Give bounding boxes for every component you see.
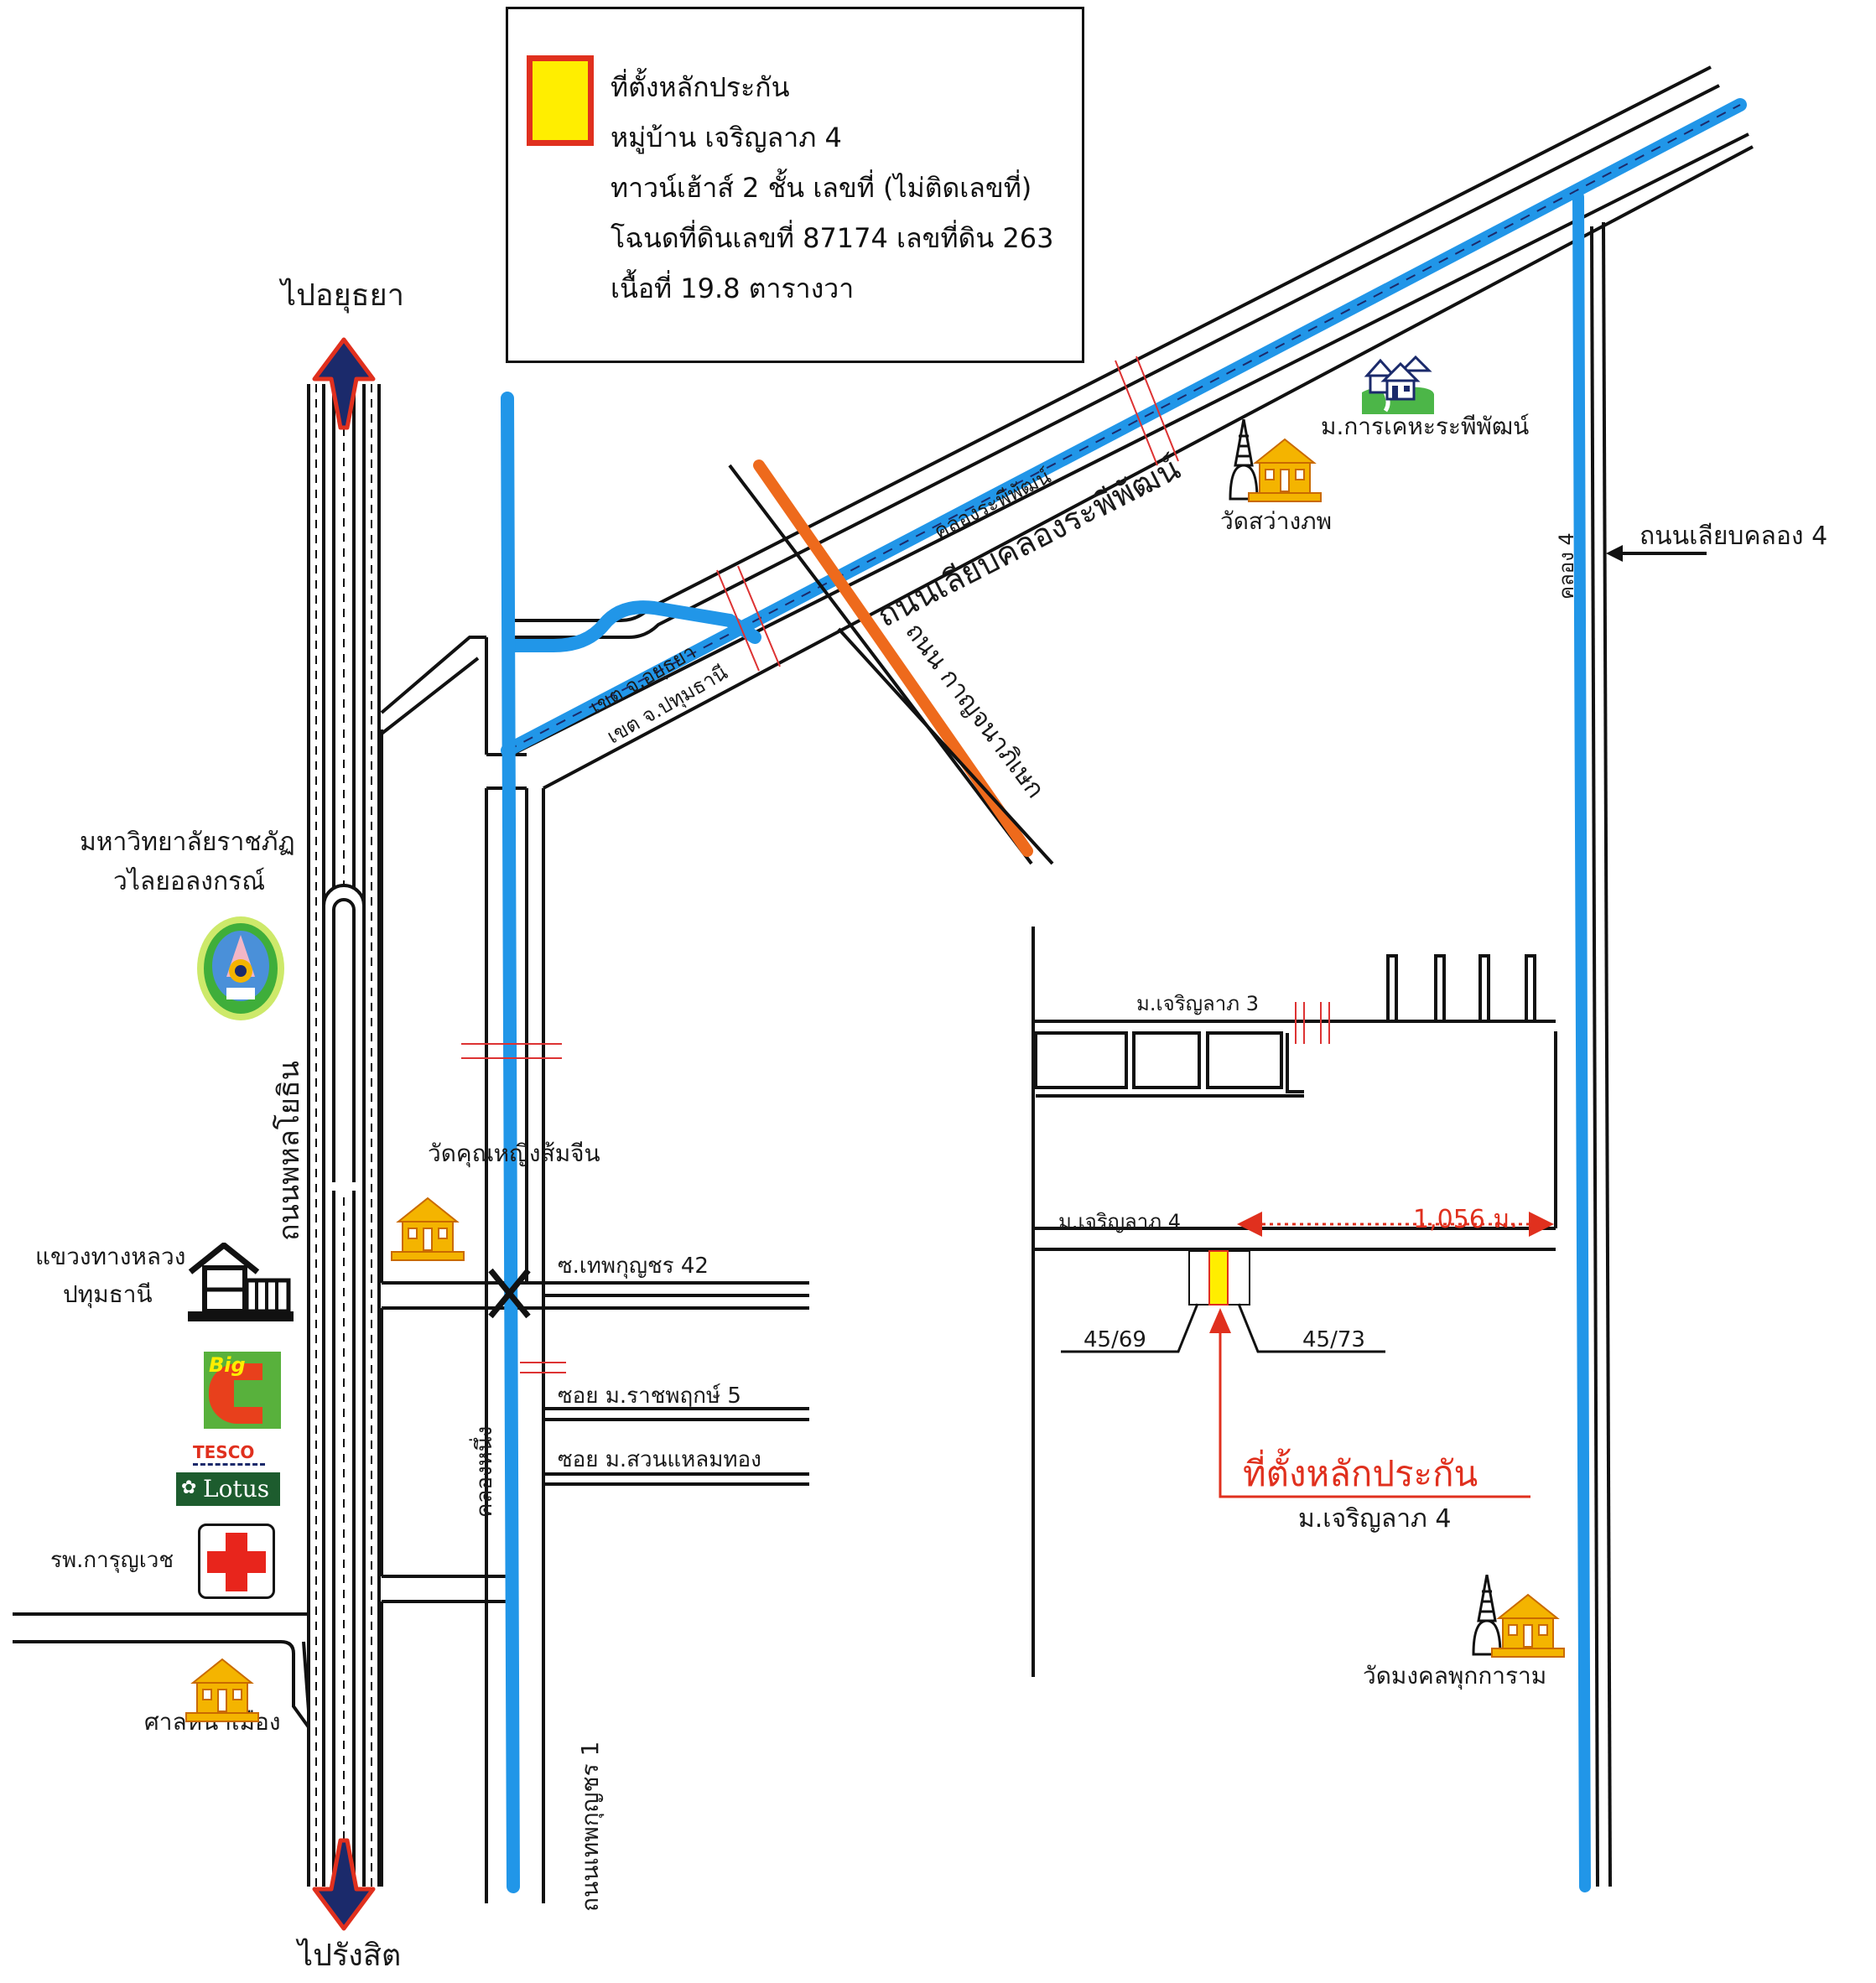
road-charoen-lap-3: ม.เจริญลาภ 3	[1136, 992, 1259, 1015]
karakheha-village-name: ม.การเคหะระพีพัฒน์	[1321, 413, 1530, 440]
legend-area: เนื้อที่ 19.8 ตารางวา	[611, 273, 855, 304]
south-arrow-icon	[312, 1838, 376, 1931]
lotus-banner: ✿ Lotus	[176, 1472, 280, 1506]
big-c-text: Big	[209, 1353, 246, 1377]
legend-title: ที่ตั้งหลักประกัน	[611, 71, 790, 103]
liap-khlong-4-road	[1590, 221, 1707, 1887]
soi-thep-kunchon-42: ซ.เทพกุญชร 42	[558, 1254, 709, 1279]
housing-village-icon	[1362, 355, 1434, 414]
legend-village: หมู่บ้าน เจริญลาภ 4	[611, 122, 842, 153]
temple-icon-wat-khun-ying	[391, 1197, 465, 1261]
collateral-village-label: ม.เจริญลาภ 4	[1298, 1504, 1452, 1534]
lotus-flower-icon: ✿	[181, 1477, 197, 1498]
collateral-location-label: ที่ตั้งหลักประกัน	[1243, 1453, 1478, 1494]
canal-khlong-nueng: คลองหนึ่ง	[472, 1425, 497, 1518]
tesco-stripes	[193, 1463, 265, 1468]
temple-icon-wat-mongkhon	[1472, 1575, 1565, 1658]
cross-horizontal	[207, 1551, 266, 1573]
road-phahon-yothin: ถนนพหลโยธิน	[273, 1061, 306, 1241]
road-charoen-lap-4: ม.เจริญลาภ 4	[1058, 1210, 1181, 1233]
khlong-nueng-canal	[501, 392, 520, 1893]
government-building-icon	[188, 1243, 294, 1321]
tesco-lotus-logo: TESCO ✿ Lotus	[176, 1441, 280, 1508]
distance-label: 1,056 ม.	[1413, 1205, 1518, 1234]
khlong-4-canal	[1572, 191, 1591, 1892]
temple-icon-city-shrine	[185, 1658, 259, 1722]
road-liap-khlong-4: ถนนเลียบคลอง 4	[1640, 522, 1828, 551]
big-c-logo-cutout	[234, 1380, 276, 1407]
lotus-text: Lotus	[203, 1475, 270, 1503]
kanchanaphisek-road	[728, 459, 1054, 865]
legend-house-type: ทาวน์เฮ้าส์ 2 ชั้น เลขที่ (ไม่ติดเลขที่)	[611, 172, 1032, 204]
direction-north: ไปอยุธยา	[281, 278, 404, 313]
collateral-swatch-icon	[527, 55, 594, 146]
charoen-lap-roads	[1032, 927, 1557, 1677]
phahon-yothin-highway	[307, 384, 381, 1887]
khlong-rapiphat-canal	[501, 98, 1747, 757]
wat-sawang-name: วัดสว่างภพ	[1220, 507, 1333, 535]
road-thep-kunchon-1: ถนนเทพกุญชร 1	[576, 1741, 604, 1912]
bridge-symbols	[461, 356, 1330, 1373]
wat-khun-ying-name: วัดคุณหญิงส้มจีน	[428, 1139, 600, 1167]
property-plot	[1061, 1250, 1385, 1353]
university-name-line2: วไลยอลงกรณ์	[113, 867, 266, 896]
temple-icon-wat-sawang	[1229, 419, 1322, 502]
wat-mongkhon-name: วัดมงคลพุกการาม	[1363, 1662, 1547, 1690]
highway-office-line1: แขวงทางหลวง	[35, 1243, 186, 1270]
property-marker-arrow	[1209, 1308, 1530, 1498]
legend-box: ที่ตั้งหลักประกัน หมู่บ้าน เจริญลาภ 4 ทา…	[506, 7, 1084, 363]
neighbor-house-right: 45/73	[1302, 1327, 1365, 1352]
canal-khlong-4: คลอง 4	[1555, 532, 1578, 600]
hospital-cross-icon	[198, 1524, 275, 1599]
legend-deed: โฉนดที่ดินเลขที่ 87174 เลขที่ดิน 263	[611, 222, 1054, 254]
hospital-name: รพ.การุญเวช	[50, 1548, 174, 1573]
khlong-4-pointer-arrow	[1606, 545, 1623, 562]
neighbor-house-left: 45/69	[1084, 1327, 1146, 1352]
tesco-text: TESCO	[193, 1442, 255, 1462]
university-name-line1: มหาวิทยาลัยราชภัฏ	[80, 828, 295, 857]
north-arrow-icon	[312, 337, 376, 430]
canal-crossing-icon	[488, 1268, 531, 1319]
highway-office-line2: ปทุมธานี	[63, 1280, 153, 1308]
direction-south: ไปรังสิต	[298, 1939, 402, 1973]
soi-ratchaphruek-5: ซอย ม.ราชพฤกษ์ 5	[558, 1383, 741, 1409]
local-roads	[13, 636, 809, 1903]
soi-suan-laem-thong: ซอย ม.สวนแหลมทอง	[558, 1447, 761, 1472]
big-c-logo: Big	[204, 1352, 281, 1429]
university-seal-icon	[197, 916, 284, 1020]
